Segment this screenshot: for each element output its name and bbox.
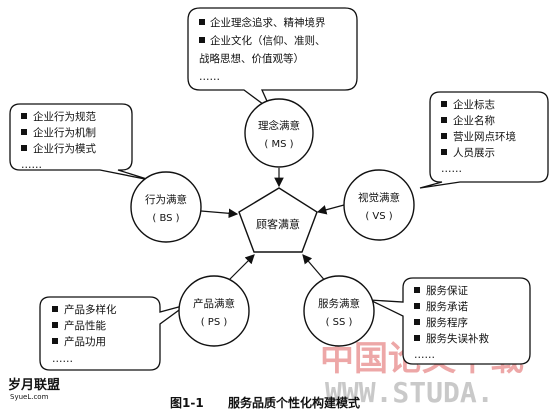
- node-ps: 产品满意 ( PS ): [178, 275, 250, 347]
- node-bs: 行为满意 ( BS ): [130, 171, 202, 243]
- bubble-bs-line-4: ……: [21, 159, 42, 171]
- node-ss-code: ( SS ): [326, 317, 353, 328]
- bubble-ps-line-1: 产品多样化: [64, 303, 117, 316]
- bubble-ss-line-4: 服务失误补救: [426, 332, 489, 345]
- node-ss-label: 服务满意: [318, 297, 360, 310]
- bubble-vs-line-4: 人员展示: [453, 147, 495, 159]
- bubble-bs-line-3: 企业行为模式: [33, 142, 96, 155]
- bullet-icon: [199, 19, 205, 25]
- bullet-icon: [52, 306, 58, 312]
- logo-main-text: 岁月联盟: [8, 377, 60, 393]
- bullet-icon: [414, 287, 420, 293]
- watermark-url: WWW.STUDA.: [325, 376, 494, 409]
- bubble-vs-line-5: ……: [441, 163, 462, 175]
- arrow-ss: [302, 254, 328, 284]
- bullet-icon: [52, 338, 58, 344]
- bubble-ms: 企业理念追求、精神境界 企业文化（信仰、准则、 战略思想、价值观等） ……: [187, 7, 358, 113]
- node-ps-code: ( PS ): [201, 317, 228, 328]
- bubble-vs-line-2: 企业名称: [453, 114, 495, 127]
- node-ps-label: 产品满意: [193, 297, 235, 310]
- bullet-icon: [441, 149, 447, 155]
- arrow-ps: [225, 254, 255, 284]
- bubble-ps-line-2: 产品性能: [64, 319, 106, 332]
- bubble-ms-line-1: 企业理念追求、精神境界: [210, 16, 326, 29]
- node-bs-label: 行为满意: [145, 193, 187, 206]
- caption-title: 服务品质个性化构建模式: [228, 395, 360, 410]
- bubble-bs-line-1: 企业行为规范: [33, 110, 96, 123]
- bubble-ms-line-2: 企业文化（信仰、准则、: [210, 34, 326, 47]
- bullet-icon: [21, 129, 27, 135]
- node-vs-code: ( VS ): [365, 211, 392, 222]
- bubble-bs-line-2: 企业行为机制: [33, 126, 96, 139]
- bullet-icon: [441, 117, 447, 123]
- arrows: [200, 168, 345, 284]
- arrow-bs: [200, 208, 239, 219]
- bullet-icon: [21, 145, 27, 151]
- node-bs-code: ( BS ): [152, 213, 179, 224]
- bubble-ss: 服务保证 服务承诺 服务程序 服务失误补救 ……: [369, 277, 531, 365]
- bullet-icon: [414, 335, 420, 341]
- bullet-icon: [414, 319, 420, 325]
- bullet-icon: [21, 113, 27, 119]
- arrow-vs: [316, 204, 345, 215]
- bullet-icon: [414, 303, 420, 309]
- figure-caption: 图1-1 服务品质个性化构建模式: [170, 395, 360, 410]
- bubble-vs-line-1: 企业标志: [453, 98, 495, 111]
- center-label: 顾客满意: [256, 217, 300, 231]
- bubble-ss-line-5: ……: [414, 349, 435, 361]
- node-vs: 视觉满意 ( VS ): [343, 169, 415, 241]
- bubble-vs-line-3: 营业网点环境: [453, 130, 516, 143]
- bullet-icon: [52, 322, 58, 328]
- bullet-icon: [441, 101, 447, 107]
- bubble-ps-line-4: ……: [52, 353, 73, 365]
- node-ms-label: 理念满意: [258, 119, 300, 132]
- bullet-icon: [199, 37, 205, 43]
- bubble-vs: 企业标志 企业名称 营业网点环境 人员展示 ……: [419, 91, 549, 189]
- bubble-ss-line-3: 服务程序: [426, 316, 468, 329]
- bubble-ps: 产品多样化 产品性能 产品功用 ……: [39, 296, 187, 371]
- bubble-ps-line-3: 产品功用: [64, 335, 106, 348]
- node-ss: 服务满意 ( SS ): [303, 275, 375, 347]
- node-ms: 理念满意 ( MS ): [244, 98, 314, 168]
- bubble-ms-line-4: ……: [199, 71, 220, 83]
- bubble-ss-line-1: 服务保证: [426, 284, 468, 297]
- node-vs-label: 视觉满意: [358, 191, 400, 204]
- bullet-icon: [441, 133, 447, 139]
- center-node: 顾客满意: [238, 187, 318, 253]
- logo-sub-text: SyueL.com: [10, 393, 49, 401]
- node-ms-code: ( MS ): [264, 139, 293, 150]
- bubble-ss-line-2: 服务承诺: [426, 300, 468, 313]
- bubble-bs: 企业行为规范 企业行为机制 企业行为模式 ……: [9, 103, 151, 181]
- caption-number: 图1-1: [170, 396, 204, 410]
- site-logo: 岁月联盟 SyueL.com: [8, 377, 60, 401]
- bubble-ms-line-3: 战略思想、价值观等）: [199, 52, 304, 65]
